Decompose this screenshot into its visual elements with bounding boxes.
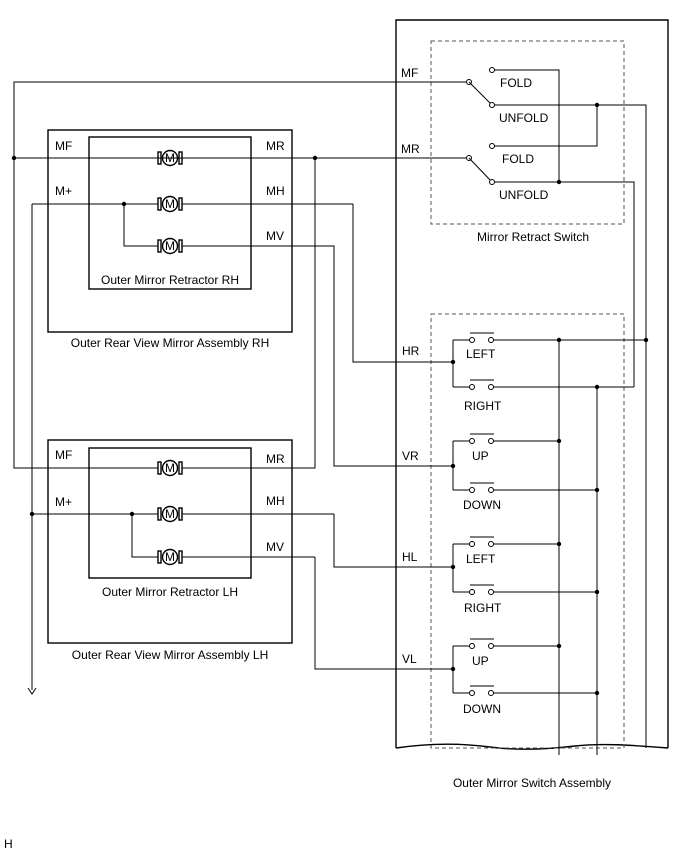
retract-switch-label: Mirror Retract Switch (477, 230, 589, 244)
mirror-retract-switch: Mirror Retract Switch MF FOLD UNFOLD MR … (13, 40, 647, 748)
pin-mf-sw: MF (401, 66, 418, 80)
rh-pin-mplus: M+ (55, 184, 72, 198)
btn-left-2: LEFT (466, 552, 496, 566)
btn-down-1: DOWN (463, 498, 501, 512)
svg-text:M: M (165, 239, 175, 253)
common-line (27, 204, 37, 695)
svg-text:M: M (165, 197, 175, 211)
lh-pin-mh: MH (266, 494, 285, 508)
btn-right-1: RIGHT (464, 399, 502, 413)
rh-pin-mf: MF (55, 139, 72, 153)
lh-pin-mr: MR (266, 452, 285, 466)
rh-pin-mh: MH (266, 184, 285, 198)
motor-icon: M (157, 505, 183, 523)
corner-mark: H (4, 837, 13, 851)
fold-label-2: FOLD (502, 152, 534, 166)
mirror-assembly-rh: Outer Rear View Mirror Assembly RH Outer… (11, 129, 353, 350)
motor-icon: M (157, 548, 183, 566)
mirror-control-switch: HR LEFT RIGHT VR UP DOWN HL LE (314, 204, 649, 755)
btn-up-1: UP (472, 449, 489, 463)
switch-assembly: Outer Mirror Switch Assembly (395, 19, 669, 790)
motor-icon: M (157, 459, 183, 477)
svg-text:M: M (165, 507, 175, 521)
btn-up-2: UP (472, 654, 489, 668)
assembly-lh-label: Outer Rear View Mirror Assembly LH (72, 648, 269, 662)
btn-down-2: DOWN (463, 702, 501, 716)
btn-right-2: RIGHT (464, 601, 502, 615)
rh-pin-mv: MV (266, 229, 284, 243)
switch-assembly-label: Outer Mirror Switch Assembly (453, 776, 611, 790)
unfold-label-2: UNFOLD (499, 188, 549, 202)
svg-text:M: M (165, 461, 175, 475)
unfold-label-1: UNFOLD (499, 111, 549, 125)
assembly-rh-label: Outer Rear View Mirror Assembly RH (71, 336, 270, 350)
svg-text:M: M (165, 151, 175, 165)
lh-pin-mv: MV (266, 540, 284, 554)
pin-hr: HR (402, 344, 420, 358)
pin-vl: VL (402, 652, 417, 666)
fold-label-1: FOLD (500, 76, 532, 90)
btn-left-1: LEFT (466, 347, 496, 361)
rh-pin-mr: MR (266, 139, 285, 153)
motor-icon: M (157, 149, 183, 167)
mirror-assembly-lh: Outer Rear View Mirror Assembly LH Outer… (13, 158, 334, 662)
svg-text:M: M (165, 550, 175, 564)
motor-icon: M (157, 237, 183, 255)
lh-pin-mplus: M+ (55, 495, 72, 509)
pin-mr-sw: MR (401, 142, 420, 156)
pin-hl: HL (402, 550, 418, 564)
retractor-rh-label: Outer Mirror Retractor RH (101, 273, 239, 287)
motor-icon: M (157, 195, 183, 213)
lh-pin-mf: MF (55, 448, 72, 462)
retractor-lh-label: Outer Mirror Retractor LH (102, 585, 238, 599)
pin-vr: VR (402, 449, 419, 463)
